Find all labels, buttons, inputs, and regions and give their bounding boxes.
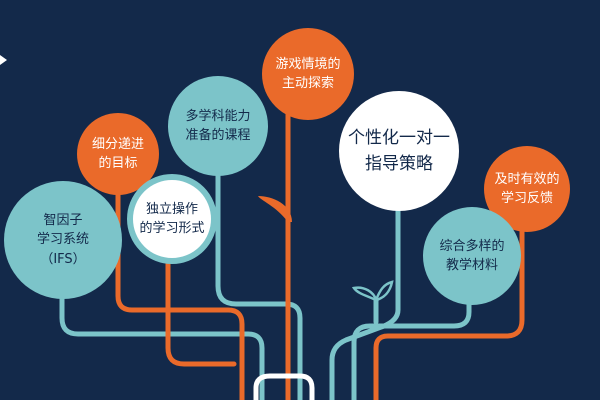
node-ifs-label: 智因子 学习系统 （IFS） <box>36 212 89 267</box>
node-independent: 独立操作 的学习形式 <box>127 174 217 264</box>
node-multi-course-label: 多学科能力 准备的课程 <box>185 108 251 144</box>
branch-ifs <box>59 257 265 400</box>
sprout-icon <box>351 280 394 303</box>
branch-multi-course <box>215 157 303 400</box>
branch-step-goal <box>115 177 245 400</box>
node-feedback: 及时有效的 学习反馈 <box>484 146 570 232</box>
node-independent-label: 独立操作 的学习形式 <box>139 201 205 237</box>
node-materials: 综合多样的 教学材料 <box>423 207 521 305</box>
node-step-goal-label: 细分递进 的目标 <box>91 136 144 172</box>
branch-independent <box>165 247 237 367</box>
node-feedback-label: 及时有效的 学习反馈 <box>494 171 560 207</box>
node-materials-label: 综合多样的 教学材料 <box>439 238 505 274</box>
leaf-icon <box>258 196 292 222</box>
node-ifs: 智因子 学习系统 （IFS） <box>4 181 122 299</box>
arrow-marker-icon <box>0 55 7 65</box>
node-game-label: 游戏情境的 主动探索 <box>275 56 341 92</box>
node-game: 游戏情境的 主动探索 <box>262 28 354 120</box>
node-personalized-label: 个性化一对一 指导策略 <box>348 127 450 174</box>
branch-feedback <box>373 207 525 400</box>
node-personalized: 个性化一对一 指导策略 <box>339 91 459 211</box>
branch-personalized <box>329 187 401 400</box>
branch-materials <box>351 289 472 400</box>
node-multi-course: 多学科能力 准备的课程 <box>168 76 268 176</box>
branch-root-loop <box>253 373 315 400</box>
